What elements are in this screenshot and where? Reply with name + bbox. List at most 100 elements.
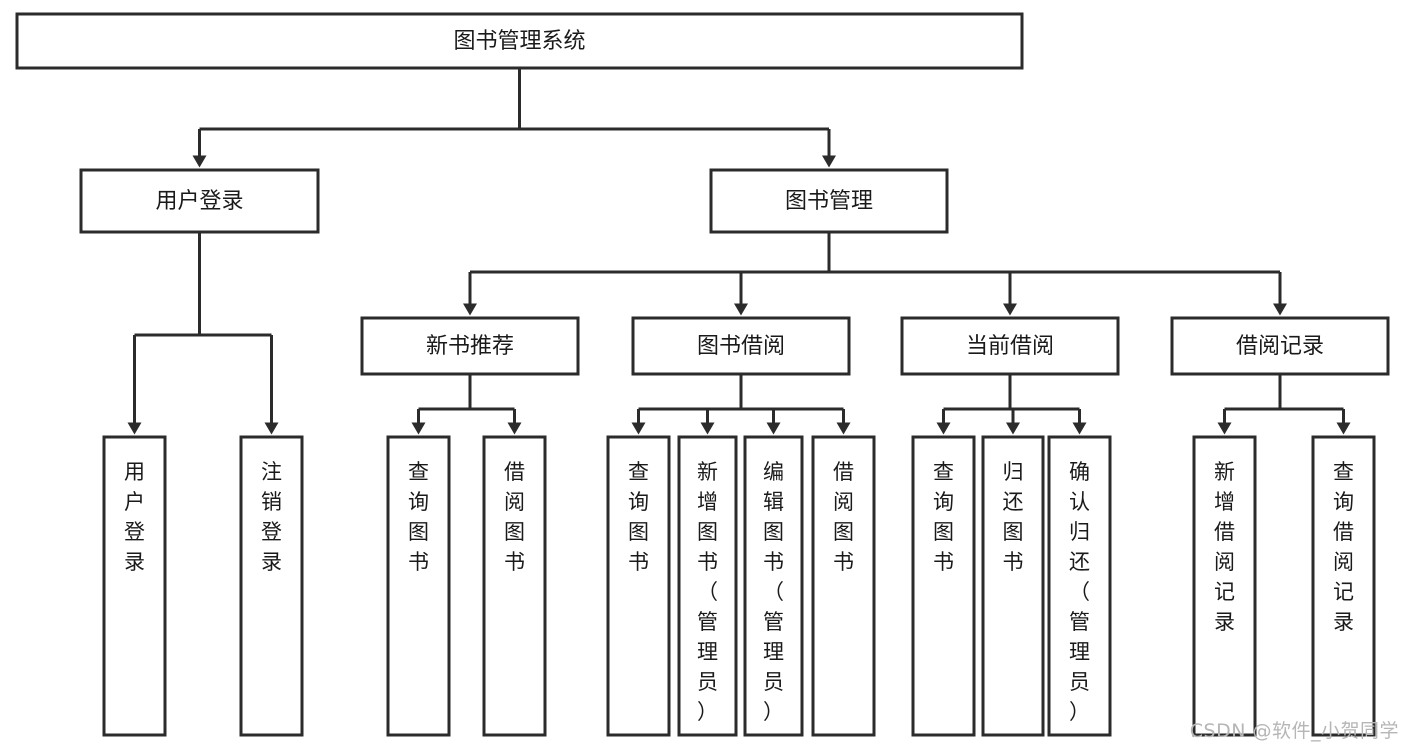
node-leaf-confirm-return-admin-label-char: 理	[1069, 640, 1090, 664]
node-leaf-edit-book-admin-label-char: 员	[763, 670, 784, 694]
node-leaf-add-book-admin-label-char: 新	[697, 460, 718, 484]
node-leaf-borrow-book-1-label-char: 借	[504, 460, 525, 484]
node-leaf-query-book-3-label-char: 查	[933, 460, 954, 484]
node-leaf-user-logout-label-char: 销	[261, 490, 282, 514]
node-leaf-user-login-box[interactable]	[102, 435, 167, 737]
node-leaf-add-book-admin-label-char: 员	[697, 670, 718, 694]
node-leaf-add-book-admin-box[interactable]	[677, 435, 738, 737]
node-leaf-borrow-book-2-label-char: 图	[833, 520, 854, 544]
node-leaf-edit-book-admin-label-char: 图	[763, 520, 784, 544]
node-leaf-user-login-label-char: 户	[124, 490, 145, 514]
node-leaf-borrow-book-1-box[interactable]	[482, 435, 547, 737]
node-leaf-add-book-admin-label-char: 管	[697, 610, 718, 634]
root-node-book-management-system[interactable]: 图书管理系统	[15, 12, 1024, 70]
node-leaf-add-borrow-record-label-char: 增	[1214, 490, 1235, 514]
node-book-manage-label: 图书管理	[785, 189, 873, 214]
node-leaf-edit-book-admin-label-char: 编	[763, 460, 784, 484]
node-current-borrow-box[interactable]	[900, 316, 1120, 376]
node-user-login[interactable]: 用户登录	[79, 168, 320, 234]
node-leaf-edit-book-admin-label-char: 管	[763, 610, 784, 634]
node-book-manage[interactable]: 图书管理	[709, 168, 949, 234]
node-leaf-query-book-2-box[interactable]	[606, 435, 671, 737]
node-book-borrow[interactable]: 图书借阅	[631, 316, 851, 376]
node-new-book-recommend-label: 新书推荐	[426, 334, 514, 359]
node-book-borrow-box[interactable]	[631, 316, 851, 376]
node-leaf-borrow-book-2-label-char: 书	[833, 550, 854, 574]
node-leaf-borrow-book-2-box[interactable]	[811, 435, 876, 737]
node-leaf-return-book-label-char: 还	[1003, 490, 1024, 514]
node-leaf-return-book-box[interactable]	[981, 435, 1045, 737]
node-leaf-borrow-book-1-label-char: 书	[504, 550, 525, 574]
node-leaf-user-login-label-char: 录	[124, 550, 145, 574]
node-leaf-confirm-return-admin-label-char: 员	[1069, 670, 1090, 694]
node-leaf-user-login[interactable]: 用户登录	[102, 435, 167, 737]
node-borrow-record[interactable]: 借阅记录	[1170, 316, 1390, 376]
node-leaf-add-book-admin-label-char: ）	[697, 700, 718, 724]
node-book-borrow-label: 图书借阅	[697, 334, 785, 359]
node-leaf-query-book-1-box[interactable]	[386, 435, 451, 737]
node-leaf-edit-book-admin-label-char: 理	[763, 640, 784, 664]
node-current-borrow[interactable]: 当前借阅	[900, 316, 1120, 376]
node-leaf-query-book-2-label-char: 图	[628, 520, 649, 544]
node-leaf-edit-book-admin-label-char: 书	[763, 550, 784, 574]
node-borrow-record-box[interactable]	[1170, 316, 1390, 376]
node-leaf-confirm-return-admin-label-char: 管	[1069, 610, 1090, 634]
node-leaf-add-borrow-record-label-char: 借	[1214, 520, 1235, 544]
node-leaf-query-book-3-label-char: 书	[933, 550, 954, 574]
node-leaf-return-book-label-char: 图	[1003, 520, 1024, 544]
node-leaf-query-borrow-record-label-char: 询	[1333, 490, 1354, 514]
node-leaf-user-logout-label-char: 录	[261, 550, 282, 574]
node-leaf-add-book-admin-label-char: 增	[697, 490, 718, 514]
node-leaf-query-book-2-label-char: 查	[628, 460, 649, 484]
node-leaf-add-book-admin-label-char: 图	[697, 520, 718, 544]
node-new-book-recommend[interactable]: 新书推荐	[360, 316, 580, 376]
node-leaf-query-book-2-label-char: 书	[628, 550, 649, 574]
node-leaf-user-logout-label-char: 注	[261, 460, 282, 484]
node-new-book-recommend-box[interactable]	[360, 316, 580, 376]
node-leaf-query-book-2-label-char: 询	[628, 490, 649, 514]
node-leaf-confirm-return-admin-label-char: 认	[1069, 490, 1090, 514]
node-leaf-edit-book-admin-label-char: ）	[763, 700, 784, 724]
node-book-manage-box[interactable]	[709, 168, 949, 234]
node-leaf-return-book-label-char: 书	[1003, 550, 1024, 574]
node-leaf-add-book-admin-label-char: （	[697, 580, 718, 604]
node-leaf-query-book-3-label-char: 图	[933, 520, 954, 544]
node-leaf-confirm-return-admin-label-char: 还	[1069, 550, 1090, 574]
node-leaf-query-borrow-record-label-char: 查	[1333, 460, 1354, 484]
node-leaf-confirm-return-admin-box[interactable]	[1047, 435, 1112, 737]
node-leaf-query-book-3-box[interactable]	[911, 435, 976, 737]
node-user-login-box[interactable]	[79, 168, 320, 234]
node-leaf-query-book-1-label-char: 询	[408, 490, 429, 514]
node-leaf-add-book-admin-label-char: 书	[697, 550, 718, 574]
node-leaf-add-borrow-record-label-char: 阅	[1214, 550, 1235, 574]
node-leaf-query-book-1-label-char: 查	[408, 460, 429, 484]
node-leaf-query-book-3-label-char: 询	[933, 490, 954, 514]
node-leaf-query-borrow-record-box[interactable]	[1311, 435, 1376, 737]
node-leaf-borrow-book-2-label-char: 阅	[833, 490, 854, 514]
node-leaf-confirm-return-admin-label-char: 确	[1069, 460, 1090, 484]
node-boxes: 图书管理系统用户登录图书管理新书推荐图书借阅当前借阅借阅记录用户登录注销登录查询…	[15, 12, 1390, 737]
node-leaf-user-login-label-char: 登	[124, 520, 145, 544]
node-leaf-add-borrow-record-box[interactable]	[1192, 435, 1257, 737]
node-leaf-edit-book-admin-box[interactable]	[743, 435, 804, 737]
node-leaf-user-logout-box[interactable]	[239, 435, 304, 737]
node-leaf-query-book-1-label-char: 图	[408, 520, 429, 544]
node-leaf-borrow-book-2-label-char: 借	[833, 460, 854, 484]
node-leaf-user-login-label-char: 用	[124, 460, 145, 484]
root-node-book-management-system-box[interactable]	[15, 12, 1024, 70]
node-leaf-query-borrow-record-label-char: 借	[1333, 520, 1354, 544]
